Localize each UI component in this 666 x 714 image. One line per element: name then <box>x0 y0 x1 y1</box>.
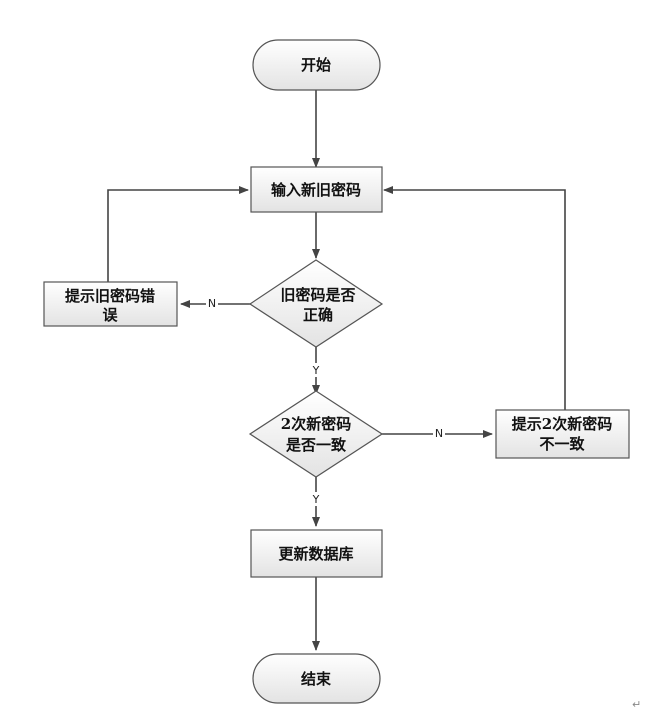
new-password-mismatch-box: 提示2次新密码 不一致 <box>495 409 630 459</box>
new-error-label-line1: 提示2次新密码 <box>512 415 612 433</box>
edge-label-old-yes: Y <box>312 364 320 377</box>
edge-label-old-no: N <box>208 297 216 310</box>
check-new-label-line1: 2次新密码 <box>281 415 351 433</box>
start-terminator: 开始 <box>252 39 381 91</box>
check-new-passwords-decision: 2次新密码 是否一致 <box>248 390 384 478</box>
return-mark-icon: ↵ <box>632 698 642 711</box>
update-database-label: 更新数据库 <box>278 545 353 563</box>
old-password-error-box: 提示旧密码错 误 <box>43 281 178 327</box>
end-label: 结束 <box>301 670 332 688</box>
new-error-label-line2: 不一致 <box>539 435 585 453</box>
check-old-label-line1: 旧密码是否 <box>280 286 355 304</box>
edge-label-new-yes: Y <box>312 493 320 506</box>
edge-label-new-no: N <box>435 427 443 440</box>
check-new-label-line2: 是否一致 <box>285 436 347 454</box>
old-error-label-line1: 提示旧密码错 <box>65 287 155 305</box>
start-label: 开始 <box>301 56 331 74</box>
input-passwords-label: 输入新旧密码 <box>271 181 361 199</box>
check-old-label-line2: 正确 <box>303 306 333 324</box>
edge-new-error-back-to-input <box>383 186 566 410</box>
old-error-label-line2: 误 <box>102 306 118 324</box>
input-passwords-box: 输入新旧密码 <box>250 166 383 213</box>
check-old-password-decision: 旧密码是否 正确 <box>248 259 384 348</box>
update-database-box: 更新数据库 <box>250 529 383 578</box>
end-terminator: 结束 <box>252 653 381 704</box>
edge-old-error-back-to-input <box>107 186 249 282</box>
